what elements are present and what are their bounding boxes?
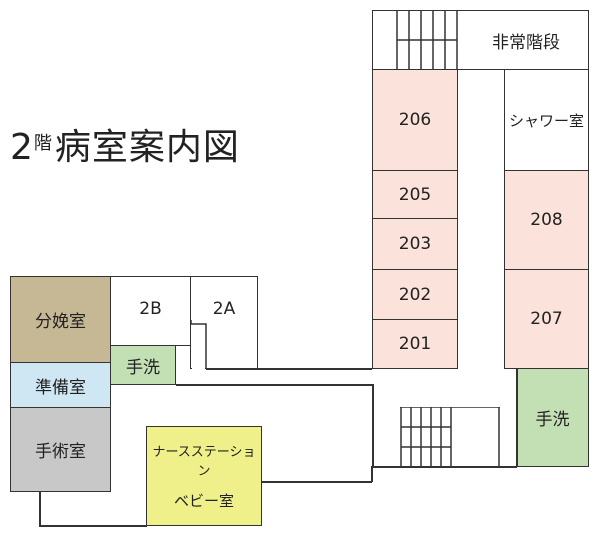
delivery-room: 分娩室	[10, 276, 111, 363]
room-203-label: 203	[398, 234, 432, 254]
room-202: 202	[372, 269, 458, 320]
room-205-label: 205	[398, 184, 432, 205]
right-lower-wall	[516, 369, 518, 467]
emergency-stairs-label: 非常階段	[492, 32, 560, 53]
nurse-station-label: ナースステーション	[152, 444, 256, 479]
shower-room-label: シャワー室	[508, 111, 584, 130]
room-202-label: 202	[398, 284, 432, 305]
title-main: 病室案内図	[54, 127, 240, 168]
room-2a-door-notch	[190, 320, 207, 370]
washroom-small-label: 手洗	[126, 357, 160, 378]
baby-room-label: ベビー室	[173, 492, 234, 511]
room-208-label: 208	[530, 210, 563, 230]
room-208: 208	[504, 170, 589, 270]
lower-outer-wall-corner	[371, 466, 373, 482]
room-205: 205	[372, 170, 458, 219]
room-206-label: 206	[398, 110, 432, 130]
emergency-stairs: 非常階段	[372, 10, 589, 70]
room-2a-label: 2A	[212, 299, 236, 319]
emergency-stairs-steps	[396, 11, 458, 69]
central-stairs	[400, 407, 500, 467]
delivery-room-label: 分娩室	[35, 312, 86, 332]
washroom-large-label: 手洗	[535, 410, 570, 430]
room-2b-label: 2B	[139, 299, 162, 319]
corridor-wall-lower-left	[176, 384, 372, 386]
room-2b: 2B	[110, 276, 191, 346]
preparation-room: 準備室	[10, 362, 111, 408]
room-201: 201	[372, 319, 458, 369]
stairs-left-wall	[372, 407, 374, 467]
surgery-room: 手術室	[10, 407, 111, 492]
shower-room: シャワー室	[504, 69, 589, 171]
corridor-wall-lower-right-stub	[372, 384, 374, 408]
stairs-bottom-wall	[372, 466, 517, 468]
preparation-room-label: 準備室	[35, 377, 86, 398]
lower-outer-wall-bottom	[39, 525, 147, 527]
page-title: 2階病室案内図	[10, 118, 240, 170]
title-floor-number: 2	[10, 127, 34, 168]
lower-outer-wall-left	[39, 491, 41, 526]
washroom-large: 手洗	[516, 369, 589, 467]
nurse-station: ナースステーション ベビー室	[146, 426, 262, 526]
lower-outer-wall-right	[261, 481, 372, 483]
surgery-room-label: 手術室	[35, 442, 86, 462]
room-207: 207	[504, 269, 589, 369]
room-207-label: 207	[530, 309, 563, 329]
washroom-small: 手洗	[110, 345, 176, 385]
room-203: 203	[372, 218, 458, 270]
room-201-label: 201	[398, 334, 432, 354]
room-206: 206	[372, 69, 458, 171]
title-floor-kanji: 階	[33, 133, 53, 154]
corridor-wall-upper	[206, 368, 372, 370]
